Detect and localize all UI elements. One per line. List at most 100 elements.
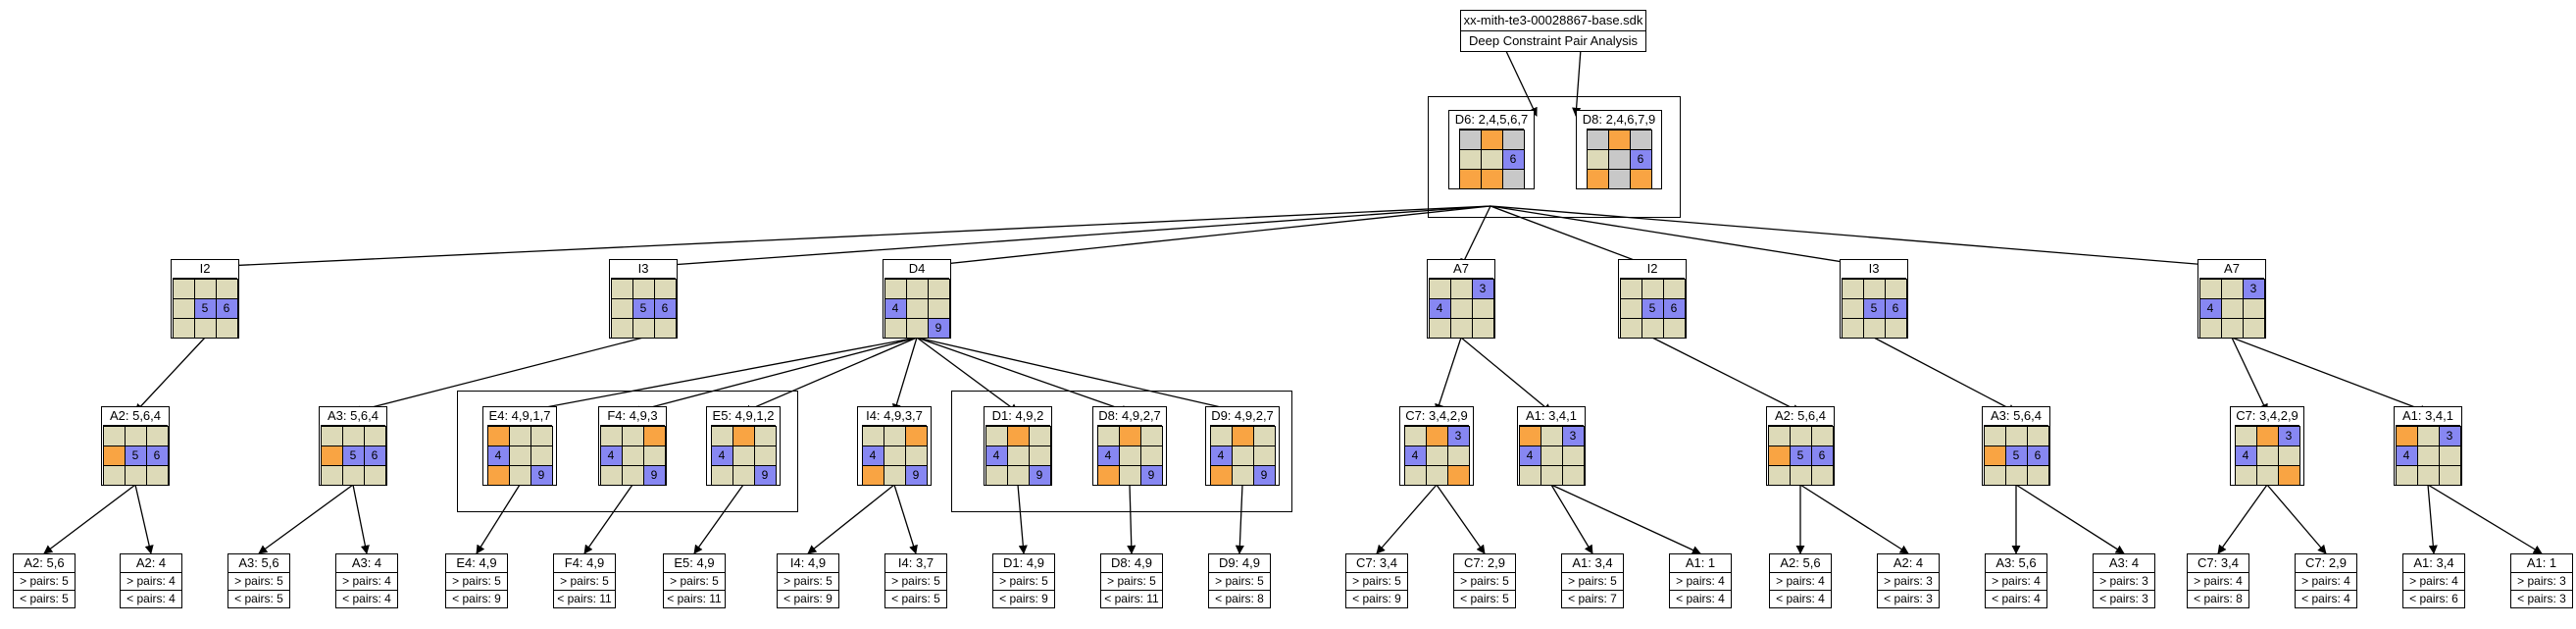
grid-cell	[2004, 425, 2028, 446]
tree-edge	[1490, 205, 1653, 269]
node-label: F4: 4,9	[564, 555, 605, 570]
grid-cell	[2234, 425, 2257, 446]
grid-cell	[1767, 425, 1791, 446]
pairs-less: < pairs: 4	[1670, 590, 1731, 607]
grid-cell: 4	[1096, 445, 1120, 466]
grid-cell	[905, 278, 929, 299]
pairs-greater: > pairs: 4	[121, 572, 181, 590]
grid-cell	[1619, 278, 1642, 299]
grid-cell	[1209, 464, 1233, 486]
grid-cell	[2277, 464, 2300, 486]
tree-edge	[2427, 484, 2438, 554]
grid-cell	[599, 425, 623, 446]
tree-edge	[1799, 484, 1909, 554]
tree-edge	[631, 337, 918, 415]
grid-cell	[1446, 445, 1470, 466]
pairs-greater: > pairs: 4	[2403, 572, 2464, 590]
grid-cell	[1209, 425, 1233, 446]
tree-edge	[1376, 484, 1438, 554]
grid-cell	[2026, 464, 2049, 486]
grid-cell	[642, 445, 666, 466]
tree-edge	[807, 484, 895, 554]
grid-cell	[1139, 445, 1163, 466]
pairs-greater: > pairs: 5	[1101, 572, 1162, 590]
grid-cell	[1841, 278, 1864, 299]
grid-cell	[1231, 425, 1254, 446]
grid-cell	[653, 317, 677, 339]
grid-cell	[904, 425, 928, 446]
grid-cell	[883, 464, 906, 486]
grid-cell: 4	[884, 297, 907, 319]
leaf-node: I4: 4,9> pairs: 5< pairs: 9	[777, 553, 839, 608]
node-label: E4: 4,9,1,7	[488, 408, 551, 423]
node-label: C7: 3,4	[1356, 555, 1397, 570]
grid-cell	[530, 425, 553, 446]
grid-cell	[1662, 278, 1686, 299]
node-label: C7: 3,4	[2197, 555, 2239, 570]
pairs-less: < pairs: 4	[2296, 590, 2356, 607]
grid-cell	[508, 464, 531, 486]
pairs-greater: > pairs: 4	[336, 572, 397, 590]
grid-cell: 5	[1641, 297, 1664, 319]
node-label: I3	[637, 261, 649, 276]
node-label: A1: 3,4	[1572, 555, 1613, 570]
leaf-node: A2: 5,6> pairs: 5< pairs: 5	[13, 553, 76, 608]
pairs-greater: > pairs: 5	[885, 572, 946, 590]
grid-cell	[2242, 317, 2265, 339]
pairs-greater: > pairs: 4	[2296, 572, 2356, 590]
pairs-less: < pairs: 4	[121, 590, 181, 607]
pairs-less: < pairs: 5	[228, 590, 289, 607]
grid-cell	[753, 445, 777, 466]
grid-cell	[1425, 464, 1448, 486]
grid-cell	[1028, 445, 1051, 466]
node-label: A7	[2224, 261, 2240, 276]
pairs-less: < pairs: 3	[1878, 590, 1939, 607]
grid-cell	[2004, 464, 2028, 486]
grid-cell	[1607, 148, 1631, 170]
grid-cell	[1884, 278, 1907, 299]
grid-cell: 6	[653, 297, 677, 319]
grid-cell	[1428, 278, 1451, 299]
pairs-greater: > pairs: 5	[554, 572, 615, 590]
grid-cell	[1006, 425, 1030, 446]
grid-cell: 6	[1810, 445, 1834, 466]
grid-cell: 6	[2026, 445, 2049, 466]
grid-cell	[1561, 464, 1585, 486]
pairs-less: < pairs: 3	[2511, 590, 2572, 607]
grid-cell: 6	[363, 445, 386, 466]
grid-cell	[215, 317, 238, 339]
grid-cell	[1586, 129, 1609, 150]
grid-cell	[927, 297, 950, 319]
grid-cell	[1471, 317, 1494, 339]
tree-edge	[43, 484, 136, 554]
grid-cell: 6	[145, 445, 169, 466]
leaf-node: A3: 5,6> pairs: 4< pairs: 4	[1985, 553, 2047, 608]
grid-cell	[1252, 445, 1276, 466]
grid-cell: 5	[124, 445, 147, 466]
grid-cell	[610, 317, 633, 339]
tree-edge	[258, 484, 354, 554]
node-label: D8: 4,9	[1111, 555, 1152, 570]
pairs-greater: > pairs: 5	[14, 572, 75, 590]
grid-cell	[2416, 445, 2440, 466]
grid-cell	[905, 297, 929, 319]
tree-edge	[134, 337, 206, 413]
grid-cell	[102, 425, 126, 446]
grid-cell	[1118, 445, 1141, 466]
node-label: C7: 2,9	[1464, 555, 1505, 570]
grid-cell: 9	[753, 464, 777, 486]
grid-cell: 3	[2242, 278, 2265, 299]
grid-cell	[753, 425, 777, 446]
